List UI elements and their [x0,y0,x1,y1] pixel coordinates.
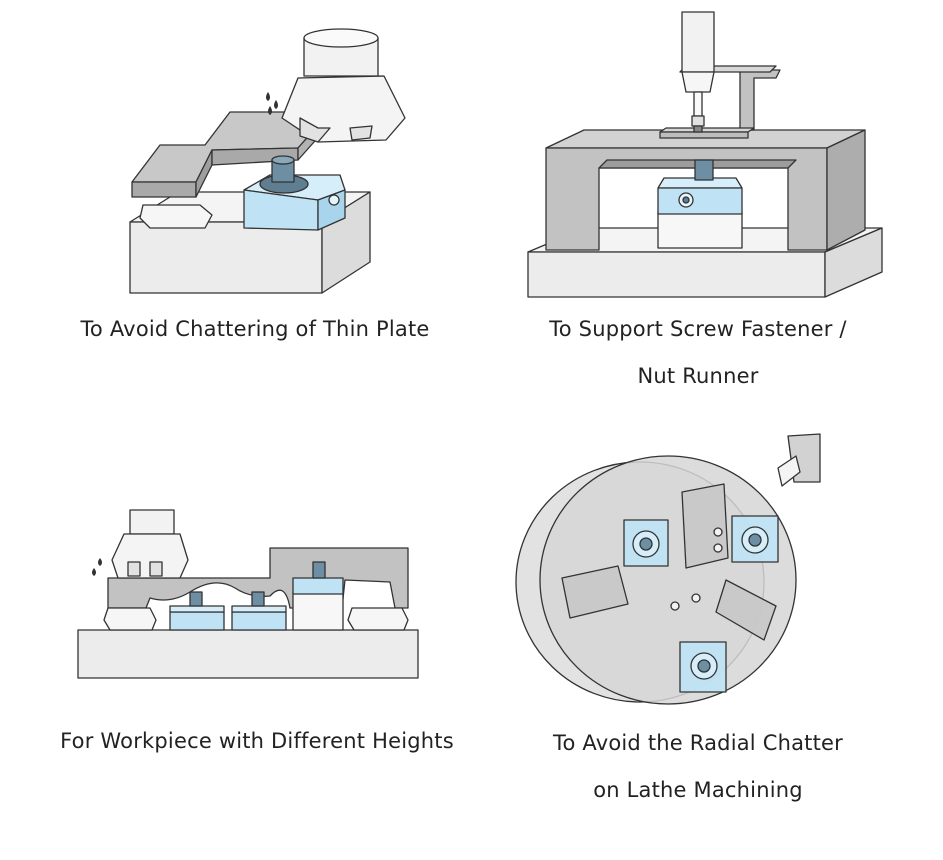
caption-different-heights: For Workpiece with Different Heights [0,718,514,765]
rest-left [103,607,157,631]
different-heights-illustration [77,509,419,679]
caption-line-1: To Avoid Chattering of Thin Plate [80,317,430,341]
jaw-right [715,579,777,641]
frame-side [826,129,866,251]
base-front [527,251,826,298]
panel-thin-plate: To Avoid Chattering of Thin Plate [0,0,470,400]
panel-screw-fastener: To Support Screw Fastener / Nut Runner [470,0,943,400]
panel-different-heights: For Workpiece with Different Heights [0,420,470,860]
caption-lathe-chatter: To Avoid the Radial Chatter on Lathe Mac… [466,720,930,814]
thin-plate-front [131,181,197,198]
support-body [657,187,743,215]
thin-plate-illustration [129,28,406,294]
tool-insert [777,455,801,487]
caption-line-2: on Lathe Machining [593,778,803,802]
base-block-front [129,221,323,294]
base-block [77,629,419,679]
support-piston [694,159,714,181]
caption-line-2: Nut Runner [637,364,759,388]
bracket [739,69,781,131]
caption-screw-fastener: To Support Screw Fastener / Nut Runner [466,306,930,400]
jaw-left [561,565,629,619]
nutrunner-body [681,11,715,73]
caption-line-1: For Workpiece with Different Heights [60,729,454,753]
support-bottom [679,641,727,693]
cutter-spindle [129,509,175,535]
panel-lathe-chatter: To Avoid the Radial Chatter on Lathe Mac… [470,420,943,860]
support-lower [657,211,743,249]
support-port [328,194,340,206]
lathe-chuck-illustration [515,433,821,705]
support-left [623,519,669,567]
jaw-top [681,483,729,569]
support-2 [231,591,287,631]
support-right [731,515,779,563]
caption-thin-plate: To Avoid Chattering of Thin Plate [0,306,510,353]
base-side [824,227,883,298]
rest-right [347,607,409,631]
caption-line-1: To Support Screw Fastener / [549,317,847,341]
support-1 [169,591,225,631]
rest-block [139,204,213,229]
screw-fastener-illustration [527,11,883,298]
caption-line-1: To Avoid the Radial Chatter [553,731,843,755]
support-3 [292,561,344,631]
